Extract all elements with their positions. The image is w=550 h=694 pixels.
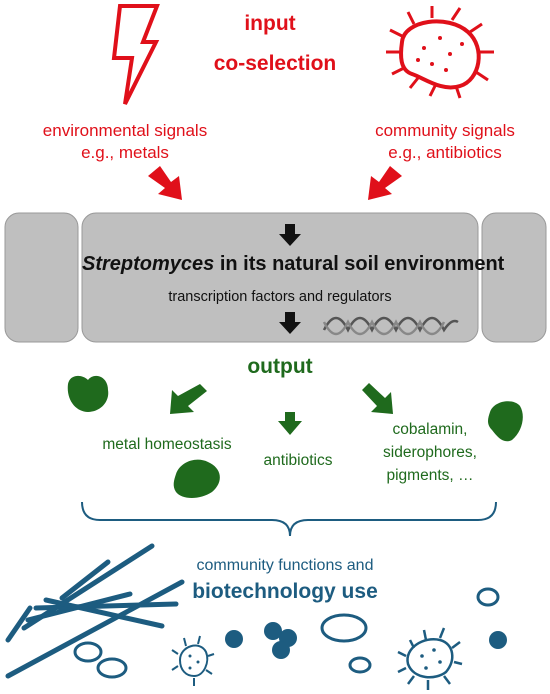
left-side-panel	[4, 212, 79, 343]
streptomyces-box	[81, 212, 479, 343]
biotechnology-use-label: biotechnology use	[192, 580, 378, 603]
community-signals-example: e.g., antibiotics	[388, 143, 502, 162]
output-arrow-right	[362, 383, 393, 414]
input-arrow-left	[148, 166, 182, 200]
small-bacterium-icon	[397, 627, 463, 690]
metal-homeostasis-label: metal homeostasis	[102, 436, 232, 453]
product-label-siderophores: siderophores,	[383, 444, 477, 461]
lightning-bolt-icon	[111, 4, 160, 105]
signal-arrow-down	[279, 224, 301, 246]
product-label-pigments: pigments, …	[386, 467, 474, 484]
green-blob-icon	[67, 375, 109, 412]
antibiotics-label: antibiotics	[263, 452, 333, 469]
hyphae-icon	[5, 543, 185, 679]
open-cell-icon	[73, 587, 500, 679]
product-label-cobalamin: cobalamin,	[392, 421, 468, 438]
filled-cell-icon	[225, 622, 507, 659]
bracket-brace	[81, 501, 497, 537]
output-arrow-down	[279, 312, 301, 334]
organism-name: Streptomyces	[82, 253, 215, 275]
right-side-panel	[481, 212, 547, 343]
environmental-signals-example: e.g., metals	[81, 143, 169, 162]
dna-helix-icon	[322, 316, 459, 336]
co-selection-label: co-selection	[213, 52, 337, 75]
community-functions-label: community functions and	[196, 557, 374, 574]
environmental-signals-label: environmental signals	[42, 121, 208, 140]
output-arrow-middle	[278, 412, 302, 435]
output-title: output	[247, 355, 313, 378]
regulators-label: transcription factors and regulators	[168, 289, 392, 305]
output-arrow-left	[170, 384, 207, 414]
bacterium-icon	[386, 6, 494, 99]
organism-title-rest: in its natural soil environment	[214, 253, 505, 275]
input-title: input	[244, 12, 296, 35]
green-blob-icon	[173, 459, 220, 498]
small-bacterium-icon	[171, 635, 215, 686]
input-arrow-right	[368, 166, 402, 200]
community-signals-label: community signals	[375, 121, 515, 140]
green-blob-icon	[488, 401, 523, 442]
organism-title: Streptomyces in its natural soil environ…	[82, 253, 504, 276]
